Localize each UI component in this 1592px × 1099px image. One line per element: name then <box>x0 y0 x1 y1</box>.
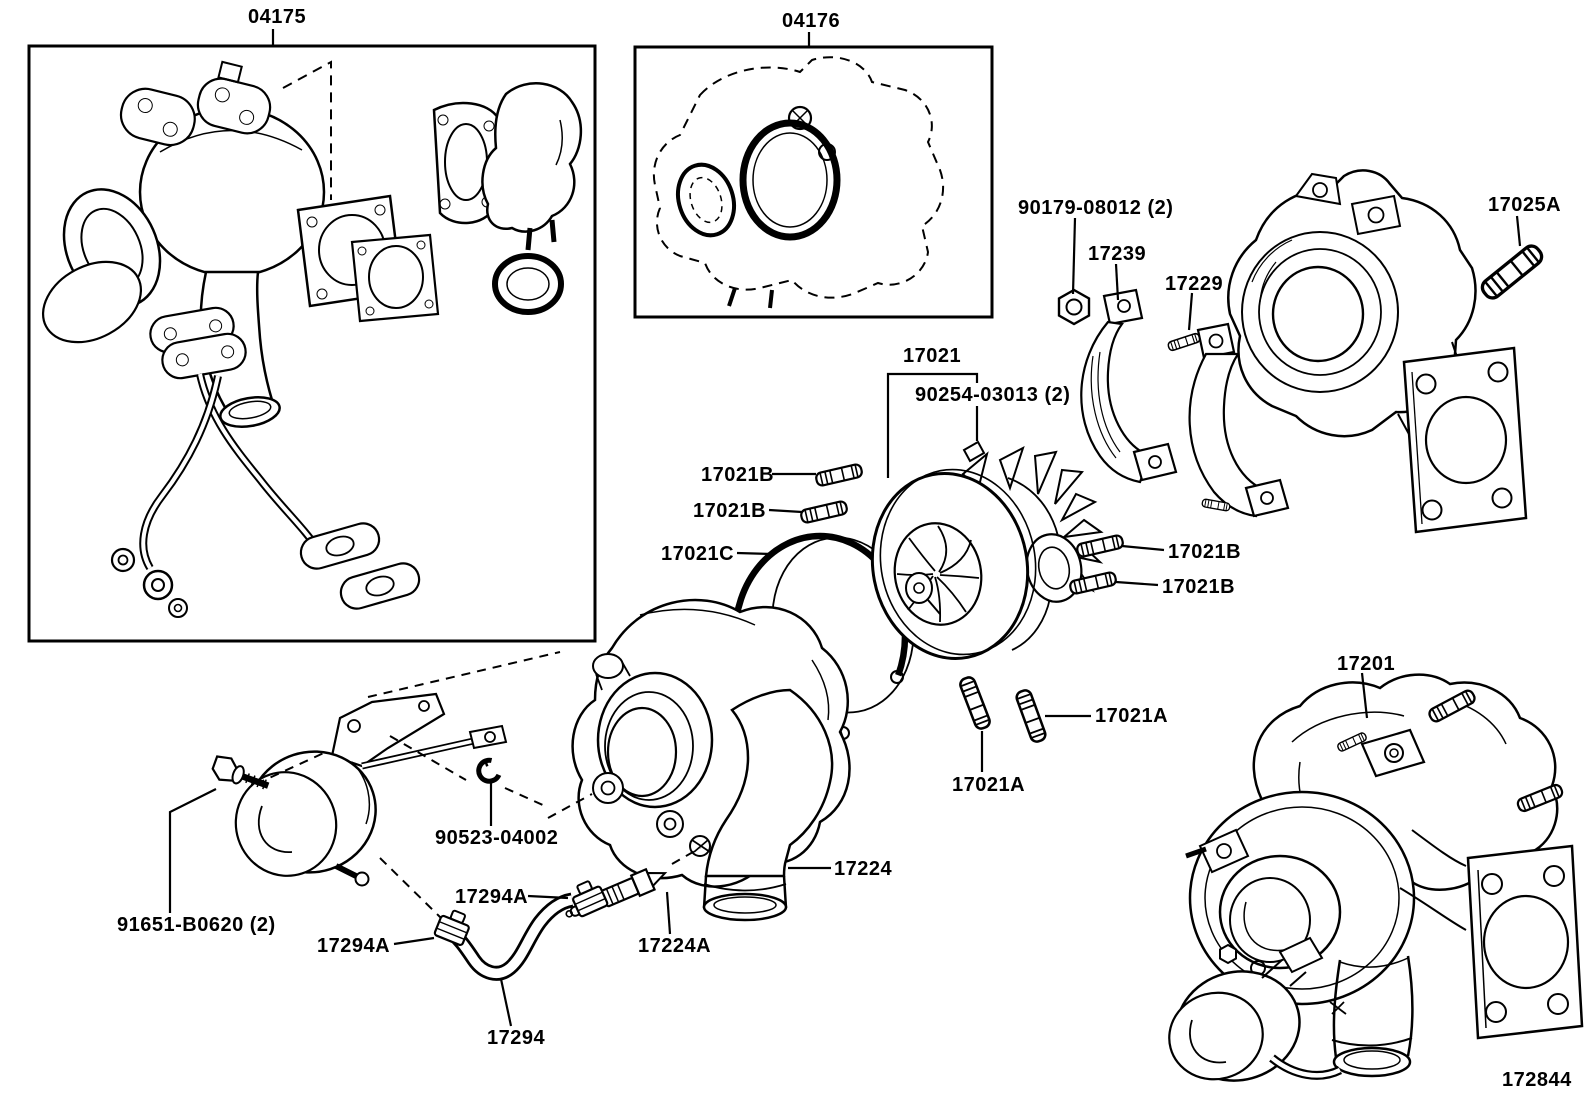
part-label-17239: 17239 <box>1088 243 1147 265</box>
part-label-17021B: 17021B <box>693 500 767 522</box>
cartridge-17021 <box>870 445 1104 660</box>
part-label-17294: 17294 <box>487 1027 546 1049</box>
part-label-04176: 04176 <box>782 10 841 32</box>
leader-line <box>1115 580 1159 587</box>
part-label-17021A: 17021A <box>952 774 1026 796</box>
actuator-assembly <box>211 651 701 919</box>
part-label-90179-08012-2: 90179-08012 (2) <box>1018 197 1174 219</box>
part-label-17021B: 17021B <box>1168 541 1242 563</box>
leader-line <box>527 894 569 900</box>
part-label-17229: 17229 <box>1165 273 1224 295</box>
center-housing-17224 <box>571 598 851 922</box>
leader-line <box>736 551 773 556</box>
leader-line <box>1121 544 1165 552</box>
gasket-kit-04175 <box>27 44 597 643</box>
turbocharger-assembly-17201 <box>1168 673 1584 1082</box>
part-label-17021B: 17021B <box>1162 576 1236 598</box>
leader-line <box>499 978 513 1027</box>
gasket-kit-04176 <box>633 45 994 319</box>
part-label-17201: 17201 <box>1337 653 1396 675</box>
part-label-90254-03013-2: 90254-03013 (2) <box>915 384 1071 406</box>
leader-line <box>1187 292 1194 331</box>
leader-line <box>1114 263 1120 301</box>
hose-17294 <box>442 892 574 981</box>
leader-line <box>886 372 979 478</box>
part-label-91651-B0620-2: 91651-B0620 (2) <box>117 914 276 936</box>
leader-line <box>1071 217 1077 295</box>
part-label-17224A: 17224A <box>638 935 712 957</box>
part-label-17025A: 17025A <box>1488 194 1562 216</box>
part-label-17021: 17021 <box>903 345 962 367</box>
leader-line <box>768 508 803 514</box>
part-label-17294A: 17294A <box>317 935 391 957</box>
leader-line <box>1360 672 1369 719</box>
part-label-17294A: 17294A <box>455 886 529 908</box>
part-label-17224: 17224 <box>834 858 893 880</box>
leader-line <box>1515 215 1522 247</box>
leader-lines <box>168 29 1522 1027</box>
part-label-90523-04002: 90523-04002 <box>435 827 559 849</box>
dowel-pin-90254 <box>962 440 986 463</box>
part-label-04175: 04175 <box>248 6 307 28</box>
leader-line <box>393 936 435 946</box>
kit-box-outline-04175 <box>27 44 597 643</box>
bracket-17239 <box>1080 288 1178 484</box>
part-label-17021C: 17021C <box>661 543 735 565</box>
leader-line <box>665 891 672 935</box>
part-label-17021B: 17021B <box>701 464 775 486</box>
bracket-17229 <box>1166 322 1290 518</box>
part-label-17021A: 17021A <box>1095 705 1169 727</box>
kit-box-outline-04176 <box>633 45 994 319</box>
turbine-housing-top-right <box>1227 169 1528 534</box>
leader-line <box>168 788 217 913</box>
part-label-172844: 172844 <box>1502 1069 1572 1091</box>
